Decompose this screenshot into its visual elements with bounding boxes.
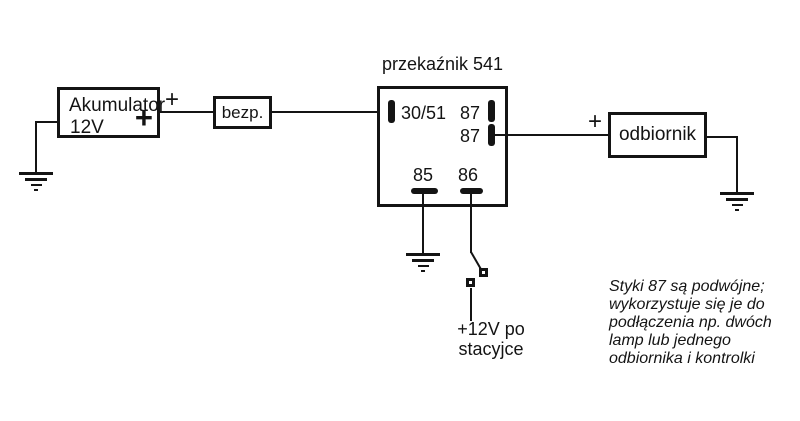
ground-line-1	[720, 192, 754, 195]
terminal-label-86: 86	[458, 165, 479, 185]
ground-line-3	[417, 265, 429, 267]
battery-voltage-label: 12V	[70, 117, 104, 138]
receiver-label: odbiornik	[618, 124, 697, 145]
ignition-switch-lever-icon	[470, 251, 483, 272]
terminal-bar-87-top	[488, 100, 495, 122]
wire-85-to-ground	[422, 194, 424, 253]
terminal-label-85: 85	[413, 165, 434, 185]
wire-86-to-switch	[470, 194, 472, 253]
ground-line-3	[30, 184, 42, 186]
terminal-label-87-top: 87	[460, 103, 481, 123]
plus-sign-receiver-input: +	[588, 108, 603, 135]
ground-line-2	[25, 178, 47, 181]
switch-contact-icon	[466, 278, 475, 287]
wire-battery-to-fuse	[160, 111, 213, 113]
note-text: Styki 87 są podwójne; wykorzystuje się j…	[609, 278, 772, 368]
battery-plus-terminal-icon: +	[134, 100, 153, 135]
note-line-1: Styki 87 są podwójne;	[609, 278, 765, 295]
relay-title: przekaźnik 541	[381, 54, 504, 74]
ground-icon	[720, 192, 754, 211]
terminal-label-87-bottom: 87	[460, 126, 481, 146]
plus-sign-battery-output: +	[165, 86, 180, 113]
wire-relay-to-receiver	[495, 134, 608, 136]
ground-line-1	[19, 172, 53, 175]
ground-icon	[406, 253, 440, 272]
note-line-5: odbiornika i kontrolki	[609, 350, 755, 367]
wire-receiver-to-ground-v	[736, 136, 738, 192]
ground-line-4	[421, 270, 425, 272]
ignition-source-label: +12V po stacyjce	[438, 319, 544, 359]
note-line-4: lamp lub jednego	[609, 332, 731, 349]
ground-line-1	[406, 253, 440, 256]
switch-contact-dot	[469, 281, 472, 284]
relay-box	[377, 86, 508, 207]
terminal-bar-30-51	[388, 100, 395, 123]
terminal-bar-86	[460, 188, 483, 194]
switch-contact-icon	[479, 268, 488, 277]
ignition-label-line1: +12V po	[457, 319, 525, 339]
ground-icon	[19, 172, 53, 191]
wire-switch-to-ignition-label	[470, 288, 472, 321]
terminal-label-30-51: 30/51	[401, 103, 447, 123]
ground-line-3	[731, 204, 743, 206]
terminal-bar-87-bottom	[488, 124, 495, 146]
battery-name-label: Akumulator	[69, 95, 166, 116]
wire-receiver-to-ground-h	[707, 136, 738, 138]
terminal-bar-85	[411, 188, 438, 194]
switch-contact-dot	[482, 271, 485, 274]
wire-fuse-to-relay	[272, 111, 391, 113]
battery-box: Akumulator 12V +	[57, 87, 165, 138]
receiver-box: odbiornik	[608, 112, 707, 158]
fuse-box: bezp.	[213, 96, 272, 129]
ground-line-4	[34, 189, 38, 191]
note-line-2: wykorzystuje się je do	[609, 296, 765, 313]
ground-line-2	[412, 259, 434, 262]
ground-line-4	[735, 209, 739, 211]
wire-battery-to-ground-v	[35, 121, 37, 172]
ground-line-2	[726, 198, 748, 201]
fuse-label: bezp.	[221, 102, 264, 122]
note-line-3: podłączenia np. dwóch	[609, 314, 772, 331]
wire-battery-to-ground-h	[35, 121, 59, 123]
ignition-label-line2: stacyjce	[458, 339, 524, 359]
